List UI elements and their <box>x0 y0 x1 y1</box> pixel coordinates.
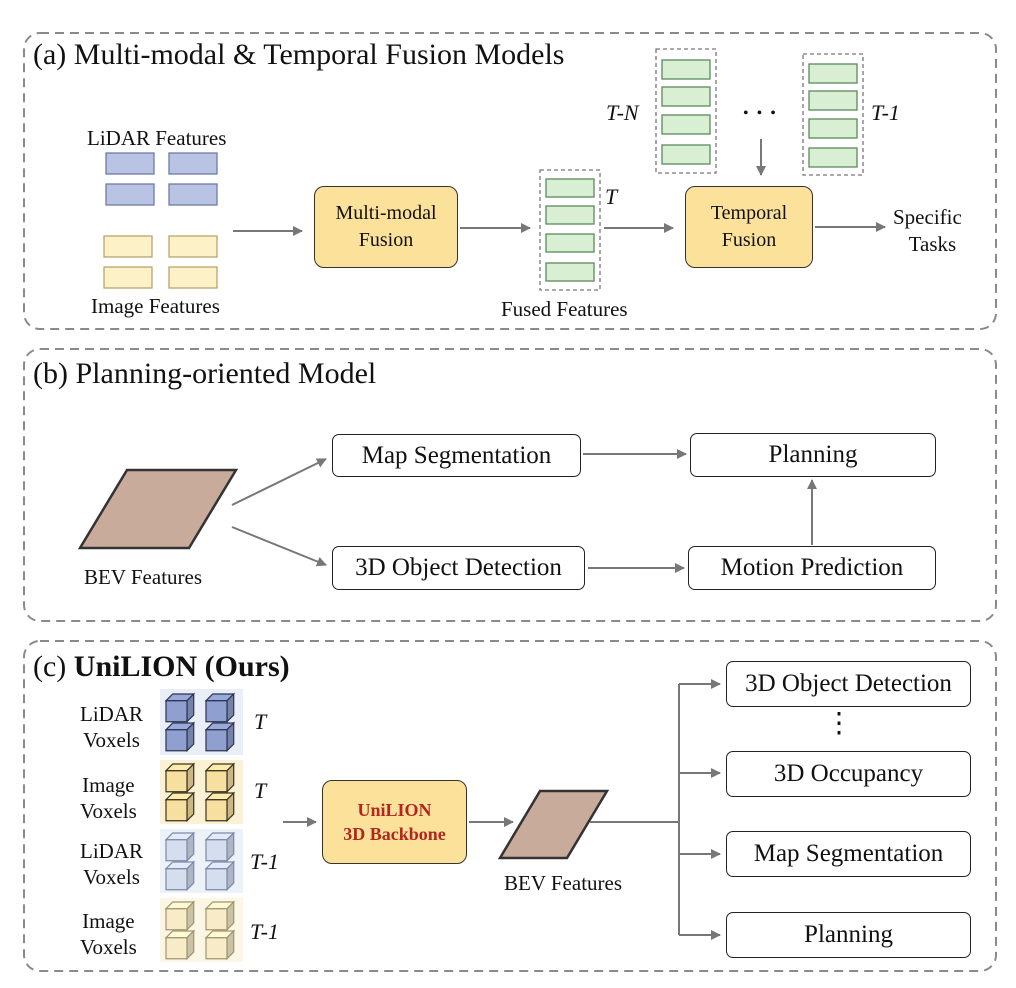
image-voxel-cube-t1 <box>164 929 196 961</box>
multimodal-fusion-line1: Multi-modal <box>335 202 437 224</box>
label-t-image: T <box>254 778 267 803</box>
image-voxel-cube-t <box>204 791 236 823</box>
feature-stack-t-1 <box>802 53 864 176</box>
panel-c-title-bold: UniLION (Ours) <box>73 650 290 683</box>
lidar-voxel-cube-t1 <box>204 831 236 863</box>
image-feature-blocks <box>103 235 218 289</box>
out-planning-box: Planning <box>726 912 971 958</box>
panel-a-frame <box>23 32 997 330</box>
unilion-backbone-box: UniLION 3D Backbone <box>322 780 467 864</box>
panel-b-title: (b) Planning-oriented Model <box>33 357 377 390</box>
specific-tasks-line1: Specific <box>893 205 962 229</box>
lidar-voxel-cube-t1 <box>204 860 236 892</box>
label-t-1-image: T-1 <box>250 919 279 944</box>
image-voxels-t-line1: Image <box>82 773 135 797</box>
bev-features-label-b: BEV Features <box>84 565 203 589</box>
label-t-1-a: T-1 <box>871 100 900 125</box>
bev-features-shape-c <box>497 789 610 860</box>
panel-a-arrows <box>233 139 886 236</box>
bev-features-shape-b <box>77 468 239 550</box>
label-t-fused: T <box>605 184 618 209</box>
specific-tasks-label: Specific Tasks <box>893 204 962 259</box>
panel-c-title-prefix: (c) <box>33 650 74 683</box>
image-voxel-cube-t <box>164 762 196 794</box>
image-voxels-t1-line2: Voxels <box>80 935 137 960</box>
panel-b-arrows <box>231 449 817 573</box>
image-voxel-cube-t <box>204 762 236 794</box>
lidar-voxels-t-line1: LiDAR <box>80 702 143 726</box>
image-voxel-cube-t1 <box>204 929 236 961</box>
out-map-segmentation-box: Map Segmentation <box>726 831 971 877</box>
panel-c-title: (c) UniLION (Ours) <box>33 652 290 682</box>
lidar-features-label: LiDAR Features <box>87 126 227 150</box>
image-voxels-t-line2: Voxels <box>80 799 137 824</box>
image-voxel-cube-t1 <box>164 900 196 932</box>
image-voxel-cube-t <box>164 791 196 823</box>
lidar-voxel-cube-t1 <box>164 860 196 892</box>
object-detection-box-b: 3D Object Detection <box>332 546 585 590</box>
backbone-line1: UniLION <box>357 799 432 820</box>
map-segmentation-box-b: Map Segmentation <box>332 434 581 477</box>
backbone-line2: 3D Backbone <box>343 824 446 844</box>
lidar-voxels-t1-line2: Voxels <box>83 865 140 890</box>
feature-stack-t-n <box>655 48 717 174</box>
voxel-cubes <box>164 692 236 961</box>
panel-b-frame <box>23 348 997 622</box>
image-voxels-t1-line1: Image <box>82 909 135 933</box>
temporal-fusion-line2: Fusion <box>721 229 777 251</box>
image-features-label: Image Features <box>91 294 220 318</box>
planning-box-b: Planning <box>690 433 936 477</box>
lidar-feature-blocks <box>105 152 218 206</box>
panel-c-frame <box>23 640 997 972</box>
lidar-voxel-cube-t <box>164 692 196 724</box>
specific-tasks-line2: Tasks <box>908 232 957 257</box>
image-voxel-cube-t1 <box>204 900 236 932</box>
lidar-voxels-t1-line1: LiDAR <box>80 839 143 863</box>
ellipsis-dots: • • • <box>743 105 778 122</box>
lidar-voxels-t-line2: Voxels <box>83 728 140 753</box>
label-t-n: T-N <box>606 100 639 125</box>
fused-feature-stack <box>539 169 601 291</box>
lidar-voxel-cube-t <box>204 721 236 753</box>
out-detection-box: 3D Object Detection <box>726 661 971 707</box>
lidar-voxel-cube-t <box>164 721 196 753</box>
bev-features-label-c: BEV Features <box>504 871 623 895</box>
out-vdots: ⋮ <box>825 708 853 739</box>
label-t-1-lidar: T-1 <box>250 849 279 874</box>
motion-prediction-box: Motion Prediction <box>688 546 936 590</box>
temporal-fusion-line1: Temporal <box>710 202 788 224</box>
out-occupancy-box: 3D Occupancy <box>726 751 971 797</box>
panel-c-arrows <box>283 679 721 940</box>
panel-a-title: (a) Multi-modal & Temporal Fusion Models <box>33 38 565 71</box>
fused-features-label: Fused Features <box>501 297 628 321</box>
multimodal-fusion-line2: Fusion <box>358 229 414 251</box>
lidar-voxel-cube-t <box>204 692 236 724</box>
lidar-voxel-cube-t1 <box>164 831 196 863</box>
label-t-lidar: T <box>254 709 267 734</box>
